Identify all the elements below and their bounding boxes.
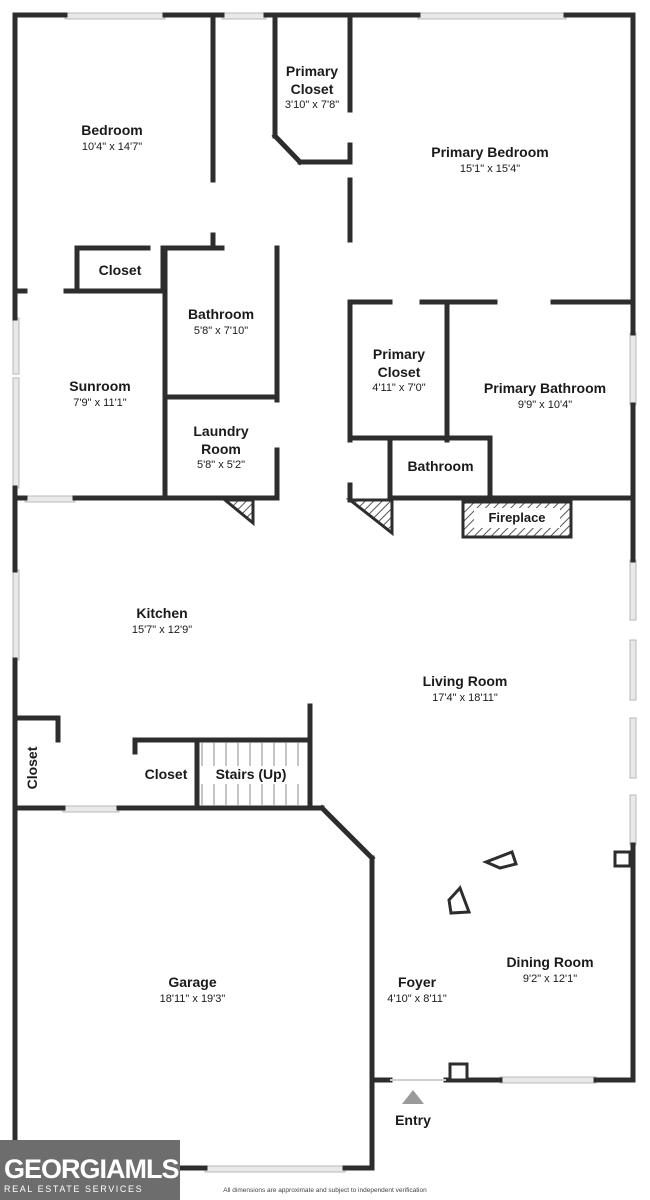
room-dims: 15'1" x 15'4" — [459, 162, 521, 175]
fireplace-label: Fireplace — [488, 510, 546, 525]
room-name: Primary Bathroom — [483, 380, 607, 396]
room-name: Dining Room — [506, 954, 594, 970]
entry-arrow-icon — [402, 1090, 424, 1104]
columns — [447, 850, 632, 1082]
room-dims: 10'4" x 14'7" — [81, 140, 143, 153]
room-living-room: Living Room 17'4" x 18'11" — [390, 673, 540, 705]
room-dims: 4'11" x 7'0" — [372, 382, 426, 394]
room-name: Bathroom — [187, 306, 255, 322]
room-bathroom-left: Bathroom 5'8" x 7'10" — [168, 306, 274, 338]
room-dims: 15'7" x 12'9" — [131, 623, 193, 636]
logo-text: GEORGIAMLS — [4, 1154, 180, 1184]
room-name: Laundry Room — [193, 423, 249, 457]
windows — [12, 12, 637, 1173]
room-name: Bedroom — [81, 122, 143, 138]
room-bathroom-small: Bathroom — [393, 458, 488, 476]
room-primary-bedroom: Primary Bedroom 15'1" x 15'4" — [400, 144, 580, 176]
room-name: Kitchen — [136, 605, 188, 621]
room-dims: 5'8" x 7'10" — [193, 324, 249, 337]
entry-label: Entry — [395, 1112, 431, 1128]
room-foyer: Foyer 4'10" x 8'11" — [372, 974, 462, 1006]
room-name: Primary Bedroom — [431, 144, 549, 160]
room-dims: 9'9" x 10'4" — [517, 398, 573, 411]
room-name: Living Room — [422, 673, 508, 689]
logo-subtext: REAL ESTATE SERVICES — [4, 1184, 144, 1194]
room-bedroom: Bedroom 10'4" x 14'7" — [62, 122, 162, 154]
room-dims: 9'2" x 12'1" — [522, 972, 578, 985]
room-name: Primary Closet — [285, 63, 339, 97]
room-closet-top: Closet — [80, 262, 160, 280]
room-sunroom: Sunroom 7'9" x 11'1" — [40, 378, 160, 410]
room-closet-side: Closet — [24, 728, 42, 808]
room-dims: 7'9" x 11'1" — [73, 396, 127, 409]
room-name: Garage — [168, 974, 217, 990]
room-stairs: Stairs (Up) — [200, 766, 302, 784]
room-name: Closet — [144, 766, 188, 782]
room-name: Foyer — [397, 974, 437, 990]
room-dims: 3'10" x 7'8" — [284, 99, 340, 111]
room-name: Sunroom — [69, 378, 131, 394]
room-kitchen: Kitchen 15'7" x 12'9" — [92, 605, 232, 637]
room-laundry-room: Laundry Room 5'8" x 5'2" — [168, 423, 274, 473]
room-dims: 4'10" x 8'11" — [387, 992, 447, 1005]
room-name: Primary Closet — [372, 346, 426, 380]
room-dining-room: Dining Room 9'2" x 12'1" — [490, 954, 610, 986]
room-closet-hall: Closet — [137, 766, 195, 784]
room-garage: Garage 18'11" x 19'3" — [110, 974, 275, 1006]
room-primary-closet-mid: Primary Closet 4'11" x 7'0" — [353, 346, 445, 396]
room-name: Closet — [24, 746, 40, 790]
room-dims: 5'8" x 5'2" — [196, 459, 246, 471]
disclaimer: All dimensions are approximate and subje… — [223, 1187, 427, 1194]
room-primary-bathroom: Primary Bathroom 9'9" x 10'4" — [460, 380, 630, 412]
georgiamls-logo: GEORGIAMLS REAL ESTATE SERVICES — [0, 1140, 180, 1200]
room-name: Bathroom — [407, 458, 474, 474]
room-primary-closet-top: Primary Closet 3'10" x 7'8" — [276, 63, 348, 113]
room-dims: 17'4" x 18'11" — [432, 691, 498, 704]
walls — [12, 12, 636, 1171]
room-dims: 18'11" x 19'3" — [159, 992, 226, 1005]
room-name: Closet — [98, 262, 142, 278]
chase-columns — [220, 498, 394, 537]
room-name: Stairs (Up) — [200, 766, 302, 784]
